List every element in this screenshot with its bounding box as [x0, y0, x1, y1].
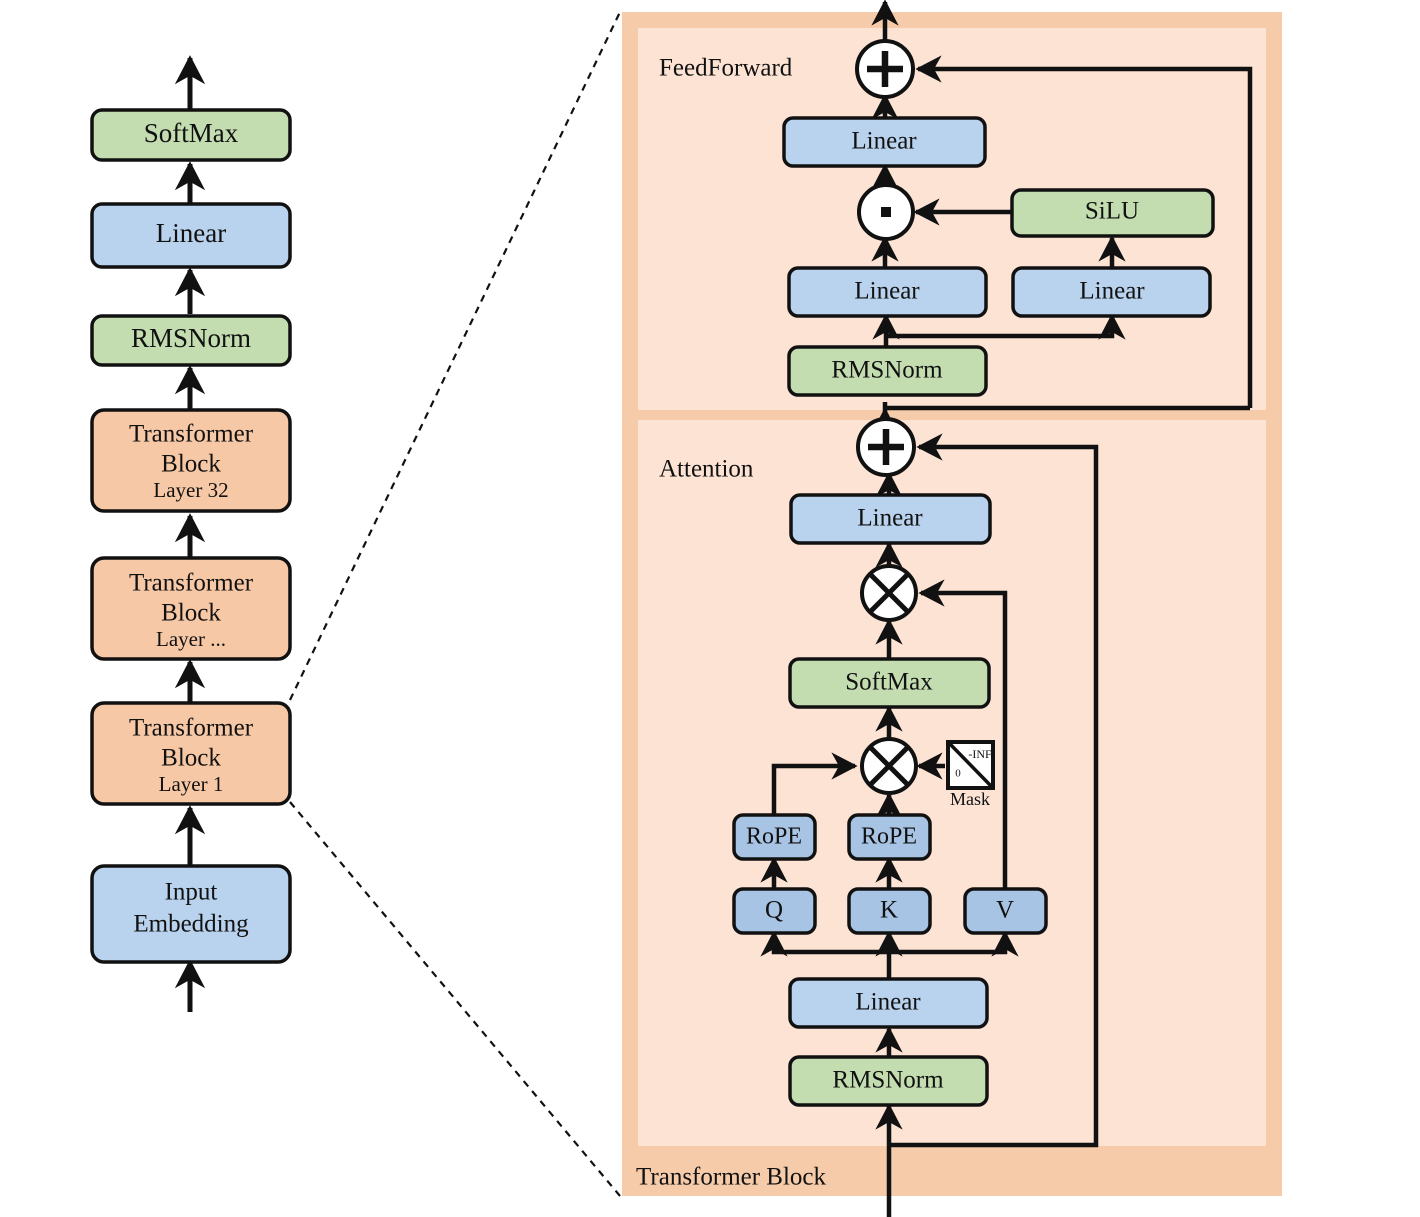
ff-node-linear-up-label: Linear [1079, 278, 1145, 305]
multiply-icon [869, 573, 909, 613]
transformer-block-detail-panel: FeedForward Attention Transformer Block [622, 0, 1282, 1217]
ff-node-linear-out-label: Linear [851, 128, 917, 155]
at-node-rmsnorm[interactable]: RMSNorm [788, 1055, 989, 1107]
ff-node-silu[interactable]: SiLU [1010, 188, 1215, 238]
left-node-transformer-block-32-label2: Block [161, 451, 221, 478]
at-node-q[interactable]: Q [732, 887, 817, 935]
ff-node-rmsnorm-label: RMSNorm [831, 357, 943, 384]
dot-product-icon [881, 207, 891, 217]
at-node-softmax-label: SoftMax [845, 669, 933, 696]
at-node-k-label: K [880, 897, 898, 924]
feedforward-section-label: FeedForward [659, 55, 793, 82]
zoom-connector-top [289, 11, 621, 701]
plus-icon [868, 429, 904, 465]
at-node-linear-qkv[interactable]: Linear [788, 977, 989, 1029]
left-node-input-embedding-label: Input [165, 879, 218, 906]
left-node-input-embedding[interactable]: Input Embedding [90, 864, 292, 964]
at-node-k[interactable]: K [847, 887, 932, 935]
left-node-transformer-block-dots-label2: Block [161, 600, 221, 627]
at-node-rope-q-label: RoPE [746, 824, 802, 850]
at-node-add[interactable] [856, 417, 916, 477]
at-node-rmsnorm-label: RMSNorm [832, 1067, 944, 1094]
left-node-transformer-block-1[interactable]: Transformer Block Layer 1 [90, 701, 292, 806]
attention-section-label: Attention [659, 456, 754, 483]
detail-panel-outer-label: Transformer Block [636, 1164, 827, 1191]
mask-diagonal-icon [948, 742, 993, 788]
left-node-transformer-block-1-sublabel: Layer 1 [159, 772, 224, 796]
at-node-rope-q[interactable]: RoPE [732, 813, 817, 861]
left-node-transformer-block-1-label2: Block [161, 745, 221, 772]
zoom-connector-bottom [289, 801, 621, 1197]
left-node-transformer-block-dots-sublabel: Layer ... [156, 627, 226, 651]
at-node-mask-label: Mask [950, 789, 990, 809]
ff-node-linear-out[interactable]: Linear [782, 116, 987, 168]
left-node-linear-label: Linear [156, 218, 226, 248]
left-node-softmax[interactable]: SoftMax [90, 108, 292, 162]
left-node-transformer-block-1-label: Transformer [129, 715, 254, 742]
plus-icon [867, 51, 903, 87]
at-node-mask[interactable]: 0 -INF Mask [946, 740, 995, 809]
ff-node-linear-gate[interactable]: Linear [787, 266, 988, 318]
left-node-linear[interactable]: Linear [90, 202, 292, 269]
at-node-softmax[interactable]: SoftMax [788, 657, 991, 709]
mask-low-value: 0 [955, 768, 961, 780]
attention-connectors [760, 407, 1099, 1217]
left-node-transformer-block-dots[interactable]: Transformer Block Layer ... [90, 556, 292, 661]
at-node-linear-out-label: Linear [857, 505, 923, 532]
left-node-softmax-label: SoftMax [144, 118, 239, 148]
ff-node-multiply[interactable] [857, 183, 915, 241]
left-stack: SoftMax Linear RMSNorm Transformer Block… [90, 55, 292, 1012]
ff-node-rmsnorm[interactable]: RMSNorm [787, 345, 988, 397]
at-node-linear-qkv-label: Linear [855, 989, 921, 1016]
at-node-matmul-av[interactable] [860, 564, 918, 622]
left-node-transformer-block-32-sublabel: Layer 32 [153, 478, 228, 502]
at-node-v[interactable]: V [963, 887, 1048, 935]
at-node-rope-k-label: RoPE [861, 824, 917, 850]
left-node-transformer-block-32[interactable]: Transformer Block Layer 32 [90, 408, 292, 513]
feedforward-connectors [871, 0, 1253, 411]
left-node-rmsnorm-label: RMSNorm [131, 323, 251, 353]
left-node-transformer-block-dots-label: Transformer [129, 570, 254, 597]
multiply-icon [869, 746, 909, 786]
at-node-v-label: V [996, 897, 1014, 924]
left-node-input-embedding-label2: Embedding [133, 911, 249, 938]
ff-node-linear-gate-label: Linear [854, 278, 920, 305]
ff-node-add[interactable] [855, 39, 915, 99]
at-node-matmul-qk[interactable] [860, 737, 918, 795]
at-node-linear-out[interactable]: Linear [789, 493, 992, 545]
zoom-connector-lines [289, 11, 621, 1197]
at-node-rope-k[interactable]: RoPE [847, 813, 932, 861]
mask-high-value: -INF [968, 747, 992, 761]
left-node-transformer-block-32-label: Transformer [129, 421, 254, 448]
ff-node-silu-label: SiLU [1085, 198, 1139, 225]
at-node-q-label: Q [765, 897, 783, 924]
ff-node-linear-up[interactable]: Linear [1011, 266, 1212, 318]
left-node-rmsnorm[interactable]: RMSNorm [90, 314, 292, 367]
